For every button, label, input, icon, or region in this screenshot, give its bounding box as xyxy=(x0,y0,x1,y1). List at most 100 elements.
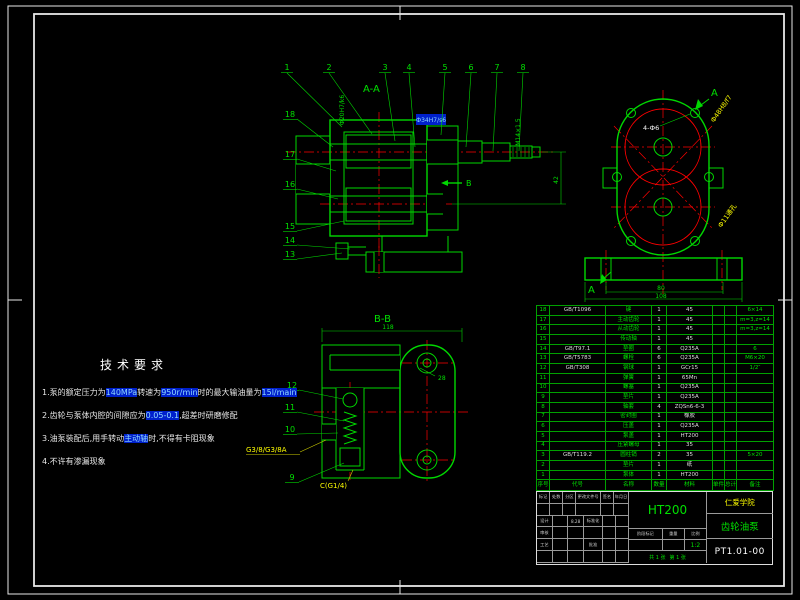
bom-cell: 45 xyxy=(666,334,713,345)
bom-cell: HT200 xyxy=(666,430,713,442)
bom-cell xyxy=(724,363,737,374)
dim-cover-holes: 4-Ф6 xyxy=(643,124,659,132)
bom-cell: 压盖 xyxy=(605,421,652,432)
bom-cell: GB/T308 xyxy=(549,363,606,374)
bom-header-cell: 备注 xyxy=(736,479,774,492)
bom-cell: 1 xyxy=(651,421,667,432)
title-block-right: 仁爱学院 齿轮油泵 PT1.01-00 xyxy=(707,492,773,563)
callouts-left: 18 17 16 15 14 13 xyxy=(283,110,351,260)
sheet-number: 第 1 张 xyxy=(669,554,686,561)
bom-cell: 6×14 xyxy=(736,305,774,316)
bom-cell xyxy=(712,401,725,413)
selected-dim-highlight[interactable] xyxy=(416,114,446,125)
bom-header-cell: 名称 xyxy=(605,479,652,492)
bom-cell xyxy=(712,450,725,461)
dim-bb-plate: 28 xyxy=(438,375,446,382)
label-count: 处数 xyxy=(550,492,564,504)
highlighted-value: 15l/main xyxy=(261,388,297,397)
callout-14: 14 xyxy=(285,236,295,245)
bom-cell xyxy=(724,392,737,403)
label-scale: 比例 xyxy=(684,529,707,540)
bom-cell: 垫片 xyxy=(605,460,652,471)
dim-thread: M14×1.5 xyxy=(515,118,522,146)
cover-bolt-holes xyxy=(612,108,714,246)
section-view-b-b: B-B 118 xyxy=(246,314,468,490)
bom-cell xyxy=(549,469,606,481)
section-b-arrow xyxy=(441,180,448,186)
bom-cell xyxy=(724,372,737,384)
bom-cell xyxy=(736,411,774,423)
port-label: G3/8/G3/8A xyxy=(246,446,287,454)
bom-cell xyxy=(736,372,774,384)
bom-cell: 轴套 xyxy=(605,401,652,413)
bom-cell: HT200 xyxy=(666,469,713,481)
bom-cell: 传动轴 xyxy=(605,334,652,345)
mounting-foot-section xyxy=(335,236,463,278)
gear-circle-top xyxy=(624,108,702,186)
bom-cell: ZQSn6-6-3 xyxy=(666,401,713,413)
bom-cell: 6 xyxy=(651,353,667,365)
bom-cell xyxy=(712,343,725,355)
label-approve: 批准 xyxy=(583,539,604,552)
bom-cell: 65Mn xyxy=(666,372,713,384)
bom-cell: 1 xyxy=(651,324,667,336)
tech-requirements-title: 技术要求 xyxy=(100,358,169,372)
pump-body-section xyxy=(329,119,428,237)
bom-cell: 4 xyxy=(651,401,667,413)
highlighted-value: 950r/min xyxy=(161,388,198,397)
callout-9: 9 xyxy=(289,473,294,482)
title-block: 标记 处数 分区 更改文件号 签名 年月日 设计 8.28 标准化 审核 工艺 … xyxy=(536,491,773,565)
bom-cell: 8 xyxy=(536,401,550,413)
callout-12: 12 xyxy=(287,381,297,390)
bom-cell: 17 xyxy=(536,314,550,326)
bom-cell: 35 xyxy=(666,450,713,461)
bom-cell: 1 xyxy=(651,469,667,481)
bom-cell: 45 xyxy=(666,324,713,336)
bom-cell xyxy=(736,392,774,403)
label-check: 审核 xyxy=(537,527,553,540)
drawing-frame xyxy=(7,5,793,595)
bom-cell: 1 xyxy=(651,305,667,316)
bom-header-row: 序号代号名称数量材料单件总计备注 xyxy=(536,479,774,492)
label-mark: 标记 xyxy=(537,492,551,504)
drive-gear-section xyxy=(345,134,412,169)
bom-cell: 密封圈 xyxy=(605,411,652,423)
bom-cell xyxy=(724,343,737,355)
bom-cell: 1 xyxy=(651,334,667,345)
drawing-number: PT1.01-00 xyxy=(714,546,765,557)
bom-cell: 6 xyxy=(736,343,774,355)
bom-header-cell: 代号 xyxy=(549,479,606,492)
bom-cell xyxy=(549,440,606,452)
bom-cell: 垫片 xyxy=(605,392,652,403)
bom-cell xyxy=(712,460,725,471)
callout-7: 7 xyxy=(494,63,499,72)
drawing-title: 齿轮油泵 xyxy=(707,514,773,539)
bom-cell: 35 xyxy=(666,440,713,452)
callout-3: 3 xyxy=(382,63,387,72)
bom-cell xyxy=(712,314,725,326)
tech-line: 2.齿轮与泵体内腔的间隙应为0.05-0.1,超差时研磨修配 xyxy=(42,411,238,420)
bom-header-cell: 单件 xyxy=(712,479,725,492)
bom-cell: 12 xyxy=(536,363,550,374)
bom-cell: 压紧螺母 xyxy=(605,440,652,452)
valve-ball xyxy=(342,392,358,408)
bom-cell: 螺栓 xyxy=(605,353,652,365)
bom-cell: 纸 xyxy=(666,460,713,471)
callouts-top: 1 2 3 4 5 6 7 8 xyxy=(281,63,529,152)
bom-cell xyxy=(736,421,774,432)
bom-cell xyxy=(712,382,725,394)
bom-cell xyxy=(736,440,774,452)
bom-cell xyxy=(736,460,774,471)
bom-cell: 1/2″ xyxy=(736,363,774,374)
bom-cell xyxy=(724,401,737,413)
bom-cell: 垫圈 xyxy=(605,343,652,355)
bom-cell: 15 xyxy=(536,334,550,345)
